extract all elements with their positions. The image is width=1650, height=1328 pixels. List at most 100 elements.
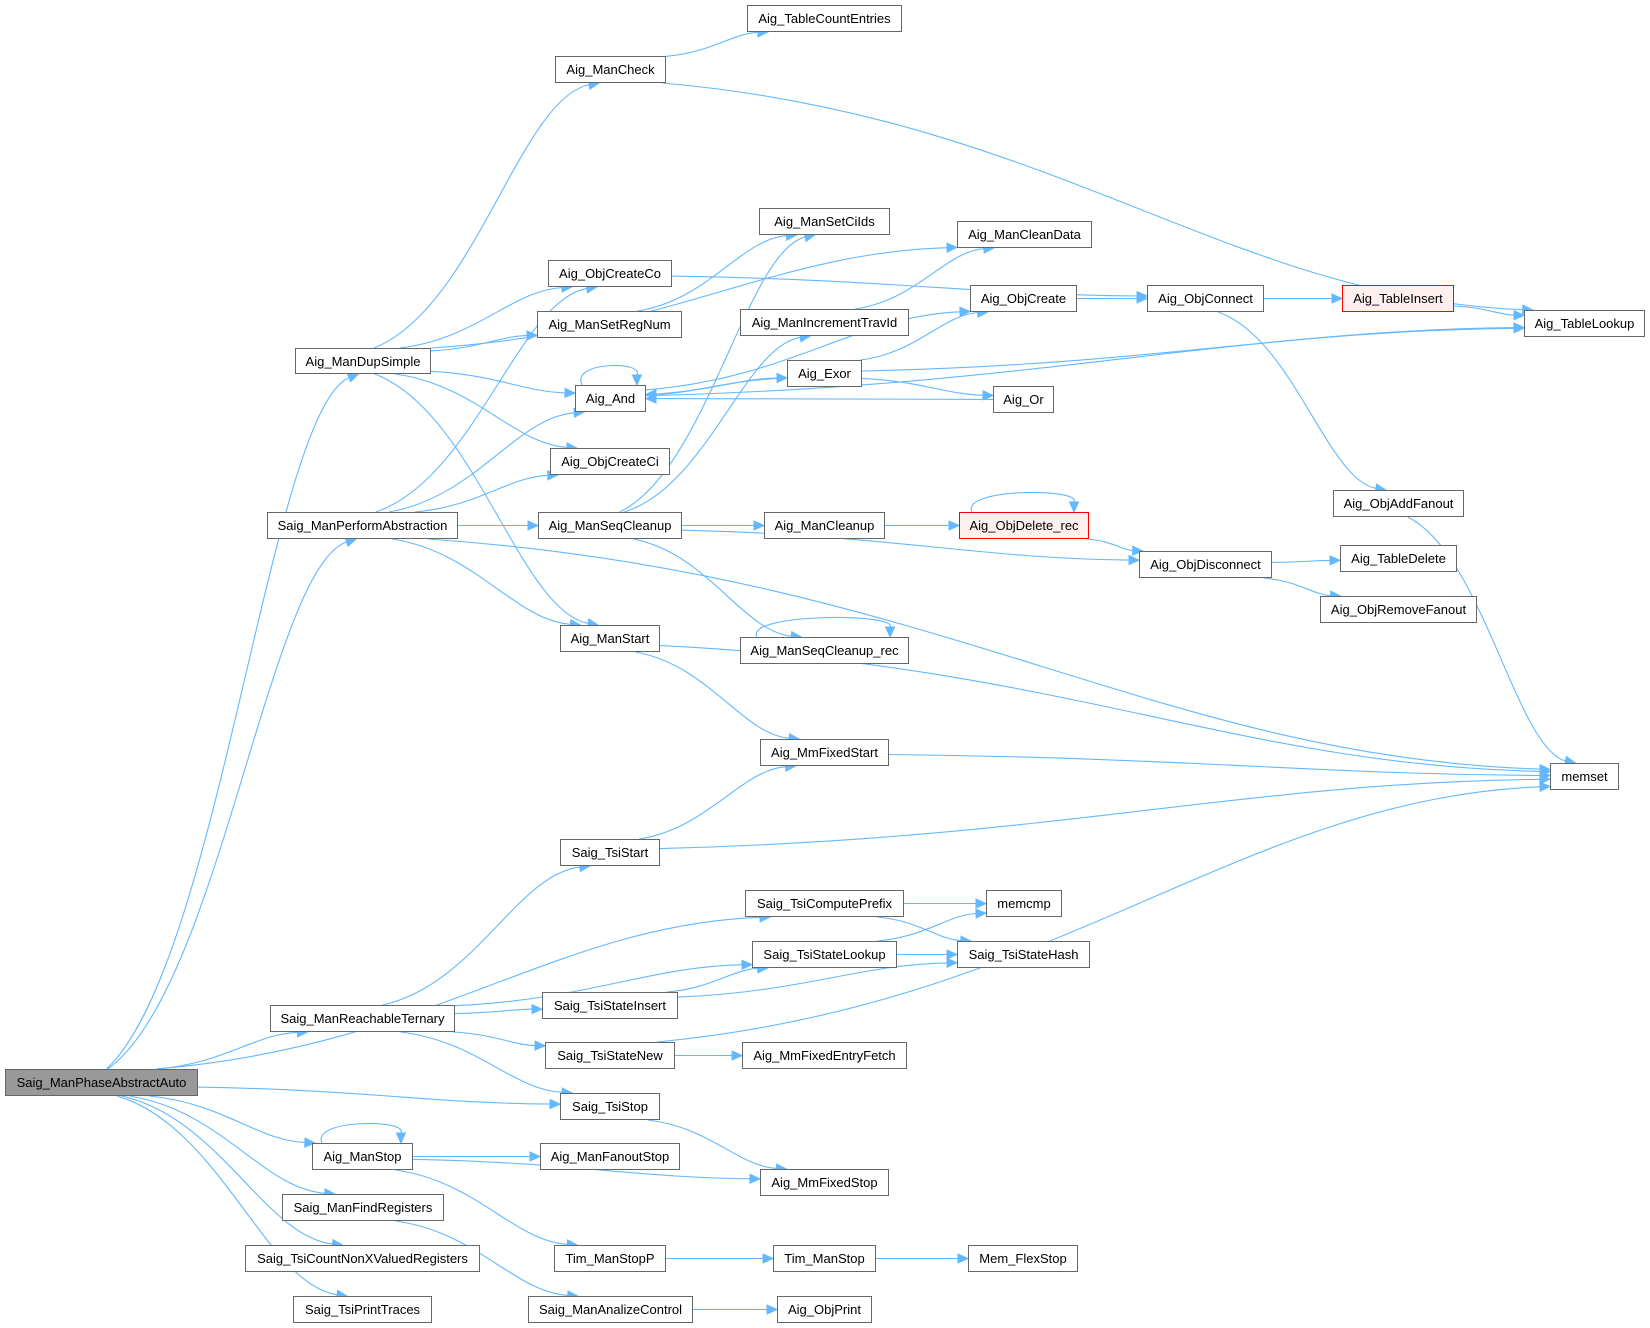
node-saig-tsi-start[interactable]: Saig_TsiStart [560, 839, 660, 866]
edge-line [320, 1122, 402, 1144]
node-aig-exor[interactable]: Aig_Exor [787, 360, 862, 387]
node-aig-man-seq-cleanup[interactable]: Aig_ManSeqCleanup [538, 512, 682, 539]
node-aig-obj-create[interactable]: Aig_ObjCreate [970, 285, 1077, 312]
node-aig-mm-fixed-stop[interactable]: Aig_MmFixedStop [760, 1169, 889, 1196]
node-aig-table-count-entries[interactable]: Aig_TableCountEntries [747, 5, 902, 32]
node-aig-mm-fixed-entry-fetch[interactable]: Aig_MmFixedEntryFetch [742, 1042, 907, 1069]
node-tim-man-stop[interactable]: Tim_ManStop [773, 1245, 876, 1272]
edge-saig-man-phase-abstract-auto-to-saig-man-reachable-ternary [156, 1027, 309, 1070]
edge-aig-mm-fixed-start-to-memset [888, 753, 1552, 781]
node-memset[interactable]: memset [1550, 763, 1619, 790]
node-saig-man-analize-control[interactable]: Saig_ManAnalizeControl [528, 1296, 693, 1323]
edge-line [662, 82, 1524, 311]
arrowhead-icon [529, 1151, 542, 1162]
node-aig-and[interactable]: Aig_And [575, 385, 646, 412]
arrowhead-icon [1132, 545, 1144, 556]
node-label: Aig_And [585, 391, 636, 406]
node-aig-obj-delete-rec[interactable]: Aig_ObjDelete_rec [959, 512, 1089, 539]
edge-line [392, 538, 572, 625]
arrowhead-icon [631, 374, 643, 387]
node-label: Aig_ObjDisconnect [1150, 557, 1261, 572]
arrowhead-icon [731, 1050, 744, 1061]
edge-saig-man-perform-abstraction-to-aig-man-seq-cleanup [457, 520, 540, 531]
node-aig-obj-add-fanout[interactable]: Aig_ObjAddFanout [1333, 490, 1464, 517]
node-aig-man-stop[interactable]: Aig_ManStop [312, 1143, 413, 1170]
edge-aig-obj-delete-rec-to-aig-obj-delete-rec [970, 491, 1080, 514]
edge-line [155, 916, 762, 1070]
node-saig-tsi-state-lookup[interactable]: Saig_TsiStateLookup [752, 941, 897, 968]
edge-aig-man-seq-cleanup-to-aig-man-cleanup [681, 520, 766, 531]
node-label: Aig_ObjRemoveFanout [1330, 602, 1467, 617]
node-saig-tsi-state-insert[interactable]: Saig_TsiStateInsert [542, 992, 678, 1019]
edge-line [657, 786, 1542, 1043]
node-aig-obj-disconnect[interactable]: Aig_ObjDisconnect [1139, 551, 1272, 578]
node-aig-table-delete[interactable]: Aig_TableDelete [1340, 545, 1457, 572]
node-aig-obj-remove-fanout[interactable]: Aig_ObjRemoveFanout [1320, 596, 1477, 623]
node-aig-man-increment-trav-id[interactable]: Aig_ManIncrementTravId [740, 309, 909, 336]
node-aig-or[interactable]: Aig_Or [993, 386, 1054, 413]
node-label: Aig_ManStop [323, 1149, 402, 1164]
node-aig-man-dup-simple[interactable]: Aig_ManDupSimple [295, 348, 431, 374]
node-label: Aig_ObjCreate [980, 291, 1067, 306]
node-aig-obj-create-ci[interactable]: Aig_ObjCreateCi [550, 448, 670, 475]
node-saig-tsi-count-non-xvalued-registers[interactable]: Saig_TsiCountNonXValuedRegisters [245, 1245, 480, 1272]
edge-aig-man-stop-to-aig-man-fanout-stop [413, 1151, 542, 1162]
node-aig-man-seq-cleanup-rec[interactable]: Aig_ManSeqCleanup_rec [740, 637, 909, 664]
arrowhead-icon [1513, 309, 1526, 321]
edge-aig-man-dup-simple-to-aig-and [430, 370, 577, 399]
node-label: memcmp [997, 896, 1051, 911]
edge-line [645, 311, 962, 391]
node-saig-man-reachable-ternary[interactable]: Saig_ManReachableTernary [270, 1005, 455, 1032]
arrowhead-icon [946, 949, 959, 960]
node-aig-man-cleanup[interactable]: Aig_ManCleanup [764, 512, 885, 539]
node-label: Tim_ManStop [784, 1251, 865, 1266]
node-saig-tsi-state-new[interactable]: Saig_TsiStateNew [545, 1042, 675, 1069]
node-saig-man-phase-abstract-auto: Saig_ManPhaseAbstractAuto [5, 1069, 198, 1096]
edge-saig-man-reachable-ternary-to-saig-tsi-state-lookup [454, 959, 754, 1007]
arrowhead-icon [946, 242, 959, 253]
edge-line [395, 1220, 569, 1297]
edge-line [861, 327, 1516, 372]
edge-aig-or-to-aig-and [644, 393, 994, 404]
arrowhead-icon [959, 306, 972, 318]
node-saig-tsi-stop[interactable]: Saig_TsiStop [560, 1093, 660, 1120]
node-saig-man-find-registers[interactable]: Saig_ManFindRegisters [282, 1194, 444, 1221]
node-mem-flex-stop[interactable]: Mem_FlexStop [968, 1245, 1078, 1272]
edge-saig-man-reachable-ternary-to-saig-tsi-state-insert [454, 1003, 544, 1015]
node-aig-obj-create-co[interactable]: Aig_ObjCreateCo [548, 260, 672, 287]
node-aig-obj-print[interactable]: Aig_ObjPrint [777, 1296, 872, 1323]
node-aig-man-start[interactable]: Aig_ManStart [560, 625, 660, 652]
node-saig-tsi-print-traces[interactable]: Saig_TsiPrintTraces [293, 1296, 432, 1323]
node-aig-man-set-ci-ids[interactable]: Aig_ManSetCiIds [759, 208, 890, 235]
node-label: Aig_ManFanoutStop [550, 1149, 670, 1164]
edge-line [374, 373, 590, 625]
node-aig-man-clean-data[interactable]: Aig_ManCleanData [957, 221, 1092, 248]
edge-line [375, 287, 588, 513]
node-tim-man-stop-p[interactable]: Tim_ManStopP [554, 1245, 666, 1272]
node-aig-obj-connect[interactable]: Aig_ObjConnect [1147, 285, 1264, 312]
node-label: Aig_ManSeqCleanup_rec [750, 643, 899, 658]
node-aig-table-insert[interactable]: Aig_TableInsert [1342, 285, 1454, 312]
node-aig-table-lookup[interactable]: Aig_TableLookup [1524, 310, 1645, 337]
edge-line [400, 1031, 564, 1094]
arrowhead-icon [975, 898, 988, 909]
node-saig-tsi-state-hash[interactable]: Saig_TsiStateHash [957, 941, 1090, 968]
edge-line [888, 753, 1542, 776]
node-label: Saig_ManReachableTernary [280, 1011, 445, 1026]
node-label: Saig_TsiStop [572, 1099, 648, 1114]
node-saig-tsi-compute-prefix[interactable]: Saig_TsiComputePrefix [745, 890, 904, 917]
node-aig-man-fanout-stop[interactable]: Aig_ManFanoutStop [540, 1143, 680, 1170]
edge-line [624, 336, 802, 513]
node-aig-man-check[interactable]: Aig_ManCheck [555, 56, 666, 83]
node-aig-man-set-reg-num[interactable]: Aig_ManSetRegNum [537, 311, 682, 338]
edge-line [454, 1008, 534, 1015]
arrowhead-icon [753, 520, 766, 531]
edge-saig-man-perform-abstraction-to-aig-man-start [392, 538, 582, 630]
node-aig-mm-fixed-start[interactable]: Aig_MmFixedStart [760, 739, 889, 766]
edge-line [106, 376, 351, 1070]
node-memcmp[interactable]: memcmp [986, 890, 1062, 917]
arrowhead-icon [564, 387, 577, 399]
edge-line [430, 370, 567, 394]
node-saig-man-perform-abstraction[interactable]: Saig_ManPerformAbstraction [267, 512, 458, 539]
